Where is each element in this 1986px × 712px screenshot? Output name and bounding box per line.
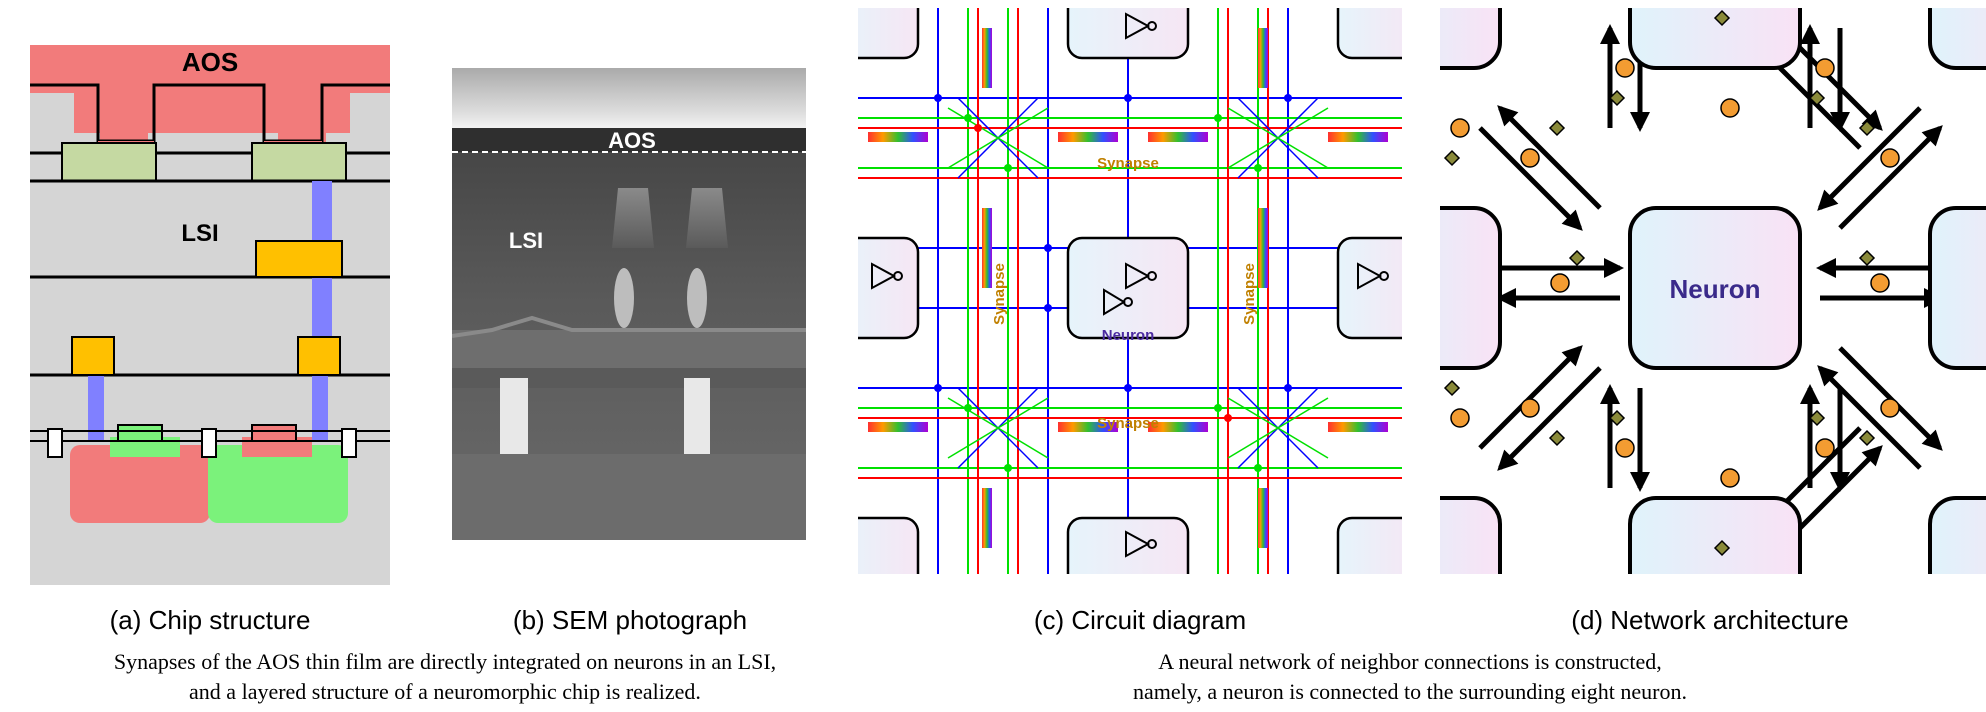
isolation-2 bbox=[201, 428, 217, 458]
isolation-1 bbox=[47, 428, 63, 458]
isolation-3 bbox=[341, 428, 357, 458]
sem-lsi-label: LSI bbox=[509, 228, 543, 253]
contact-left bbox=[500, 378, 528, 454]
aos-pad-right bbox=[251, 142, 347, 182]
description-right-line1: A neural network of neighbor connections… bbox=[1158, 649, 1662, 674]
caption-network-architecture: (d) Network architecture bbox=[1571, 605, 1849, 635]
inverters bbox=[871, 12, 1389, 558]
metal-right bbox=[297, 336, 341, 376]
network-architecture-diagram: Neuron bbox=[1440, 8, 1986, 574]
network-neuron-label: Neuron bbox=[1670, 274, 1761, 304]
description-right-line2: namely, a neuron is connected to the sur… bbox=[1133, 679, 1687, 704]
junction-dots bbox=[934, 94, 1292, 472]
description-left-line1: Synapses of the AOS thin film are direct… bbox=[113, 649, 777, 674]
synapse-label-bottom: Synapse bbox=[1097, 415, 1159, 432]
aos-pad-left bbox=[61, 142, 157, 182]
sem-photograph: AOS LSI bbox=[452, 68, 806, 540]
neuron-label: Neuron bbox=[1102, 327, 1155, 344]
caption-chip-structure: (a) Chip structure bbox=[109, 605, 311, 635]
wire-grid bbox=[858, 8, 1402, 574]
neuron-boxes bbox=[1440, 8, 1986, 574]
n-region bbox=[70, 445, 210, 523]
via-right bbox=[312, 375, 328, 441]
description-left: Synapses of the AOS thin film are direct… bbox=[0, 647, 890, 707]
synapse-label-left: Synapse bbox=[991, 263, 1008, 325]
chip-structure-diagram: AOS LSI bbox=[30, 45, 390, 585]
synapse-label-top: Synapse bbox=[1097, 155, 1159, 172]
sem-aos-label: AOS bbox=[608, 128, 656, 153]
lsi-label: LSI bbox=[181, 220, 218, 247]
description-right: A neural network of neighbor connections… bbox=[1010, 647, 1810, 707]
metal-upper bbox=[255, 240, 343, 278]
synapse-blocks bbox=[868, 28, 1388, 548]
contact-right bbox=[684, 378, 710, 454]
via-left bbox=[88, 375, 104, 441]
circuit-diagram: Synapse Synapse Synapse Synapse Neuron bbox=[858, 8, 1402, 574]
caption-sem-photograph: (b) SEM photograph bbox=[512, 605, 748, 635]
synapse-markers bbox=[1443, 9, 1900, 557]
p-region bbox=[208, 445, 348, 523]
metal-left bbox=[71, 336, 115, 376]
aos-label: AOS bbox=[182, 47, 238, 77]
caption-circuit-diagram: (c) Circuit diagram bbox=[1033, 605, 1247, 635]
description-left-line2: and a layered structure of a neuromorphi… bbox=[189, 679, 701, 704]
synapse-label-right: Synapse bbox=[1241, 263, 1258, 325]
